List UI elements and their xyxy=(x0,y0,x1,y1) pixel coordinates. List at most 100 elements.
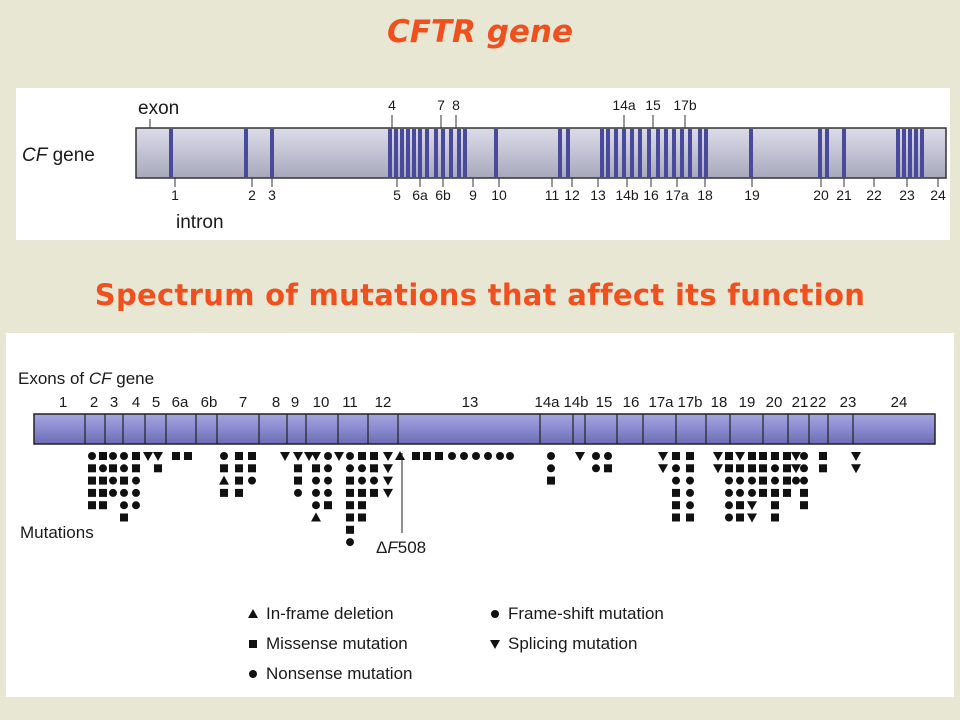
mutation-marker-square xyxy=(88,501,96,510)
exon-label: 2 xyxy=(90,394,98,411)
mutation-marker-square xyxy=(154,464,162,473)
legend-label: Missense mutation xyxy=(266,634,408,653)
exon-number-label: 13 xyxy=(590,187,606,203)
mutation-marker-square xyxy=(771,501,779,510)
mutation-marker-circle xyxy=(346,452,354,460)
exon-number-label: 14a xyxy=(612,97,636,113)
exon-number-label: 12 xyxy=(564,187,580,203)
mutation-marker-triangle-down xyxy=(311,452,321,461)
mutation-marker-square xyxy=(672,501,680,510)
mutation-marker-circle xyxy=(484,452,492,460)
mutation-marker-circle xyxy=(547,452,555,460)
exons-header: Exons of CF gene xyxy=(18,369,154,388)
mutation-marker-square xyxy=(346,476,354,485)
mutation-marker-square xyxy=(88,476,96,485)
exon-label: 13 xyxy=(462,394,479,411)
exon-label: 1 xyxy=(59,394,67,411)
mutation-marker-square xyxy=(235,452,243,460)
exon-number-label: 8 xyxy=(452,97,460,113)
exon-band xyxy=(434,129,438,177)
mutation-marker-square xyxy=(294,476,302,485)
exon-band xyxy=(902,129,906,177)
mutation-marker-triangle-down xyxy=(280,452,290,461)
mutation-marker-triangle-down xyxy=(575,452,585,461)
mutation-marker-square xyxy=(248,452,256,460)
exon-label: 22 xyxy=(810,394,827,411)
mutation-marker-square xyxy=(312,464,320,473)
exon-band xyxy=(704,129,708,177)
legend-label: In-frame deletion xyxy=(266,604,394,623)
mutation-marker-square xyxy=(783,464,791,473)
exon-number-label: 19 xyxy=(744,187,760,203)
exon-number-label: 17b xyxy=(673,97,697,113)
exon-band xyxy=(842,129,846,177)
exon-band xyxy=(449,129,453,177)
exon-number-label: 2 xyxy=(248,187,256,203)
mutation-marker-square xyxy=(235,464,243,473)
exon-number-label: 16 xyxy=(643,187,659,203)
exon-number-label: 15 xyxy=(645,97,661,113)
exon-band xyxy=(457,129,461,177)
exon-label: 3 xyxy=(110,394,118,411)
mutation-marker-circle xyxy=(800,452,808,460)
exon-label: 6b xyxy=(201,394,218,411)
mutation-marker-triangle-down xyxy=(383,452,393,461)
mutation-marker-circle xyxy=(771,464,779,473)
mutation-marker-square xyxy=(435,452,443,460)
mutation-marker-circle xyxy=(686,488,694,497)
exon-label: 14a xyxy=(534,394,560,411)
mutation-marker-circle xyxy=(109,476,117,485)
exon-number-label: 6a xyxy=(412,187,428,203)
exon-label: 12 xyxy=(375,394,392,411)
mutation-marker-square xyxy=(412,452,420,460)
exon-band xyxy=(394,129,398,177)
exon-band xyxy=(656,129,660,177)
mutation-marker-circle xyxy=(312,501,320,510)
mutation-marker-triangle-down xyxy=(383,464,393,474)
mutation-marker-square xyxy=(358,501,366,510)
mutation-marker-circle xyxy=(725,501,733,510)
exon-number-label: 1 xyxy=(171,187,179,203)
exon-label: 16 xyxy=(623,394,640,411)
mutation-marker-square xyxy=(88,464,96,473)
mutation-marker-square xyxy=(346,488,354,497)
exon-label: 19 xyxy=(739,394,756,411)
mutation-marker-triangle-down xyxy=(490,640,500,649)
exon-band xyxy=(622,129,626,177)
mutation-marker-square xyxy=(783,476,791,485)
exon-number-label: 21 xyxy=(836,187,852,203)
legend-label: Splicing mutation xyxy=(508,634,637,653)
mutation-marker-triangle-up xyxy=(311,512,321,522)
mutation-marker-square xyxy=(235,488,243,497)
mutation-marker-square xyxy=(736,513,744,522)
mutation-marker-square xyxy=(370,488,378,497)
mutation-marker-circle xyxy=(358,464,366,473)
mutation-marker-square xyxy=(686,513,694,522)
mutation-marker-square xyxy=(771,452,779,460)
exon-number-label: 10 xyxy=(491,187,507,203)
mutation-marker-circle xyxy=(800,464,808,473)
mutation-marker-triangle-up xyxy=(395,451,405,460)
exon-band xyxy=(698,129,702,177)
mutation-marker-square xyxy=(294,464,302,473)
mutation-marker-triangle-down xyxy=(658,464,668,474)
mutation-marker-square xyxy=(725,464,733,473)
mutation-marker-square xyxy=(99,501,107,510)
exon-band xyxy=(825,129,829,177)
exon-band xyxy=(680,129,684,177)
mutation-marker-square xyxy=(184,452,192,460)
exon-band xyxy=(244,129,248,177)
mutation-marker-triangle-down xyxy=(747,513,757,523)
mutation-marker-square xyxy=(800,501,808,510)
exon-band xyxy=(388,129,392,177)
exon-label: 11 xyxy=(342,394,358,411)
mutation-marker-circle xyxy=(132,488,140,497)
mutation-marker-square xyxy=(800,488,808,497)
exon-label: 9 xyxy=(291,394,299,411)
mutation-marker-square xyxy=(370,452,378,460)
mutation-marker-square xyxy=(358,488,366,497)
exon-number-label: 6b xyxy=(435,187,451,203)
mutation-marker-square xyxy=(783,488,791,497)
delta-f508-label: ΔF508 xyxy=(376,538,426,557)
